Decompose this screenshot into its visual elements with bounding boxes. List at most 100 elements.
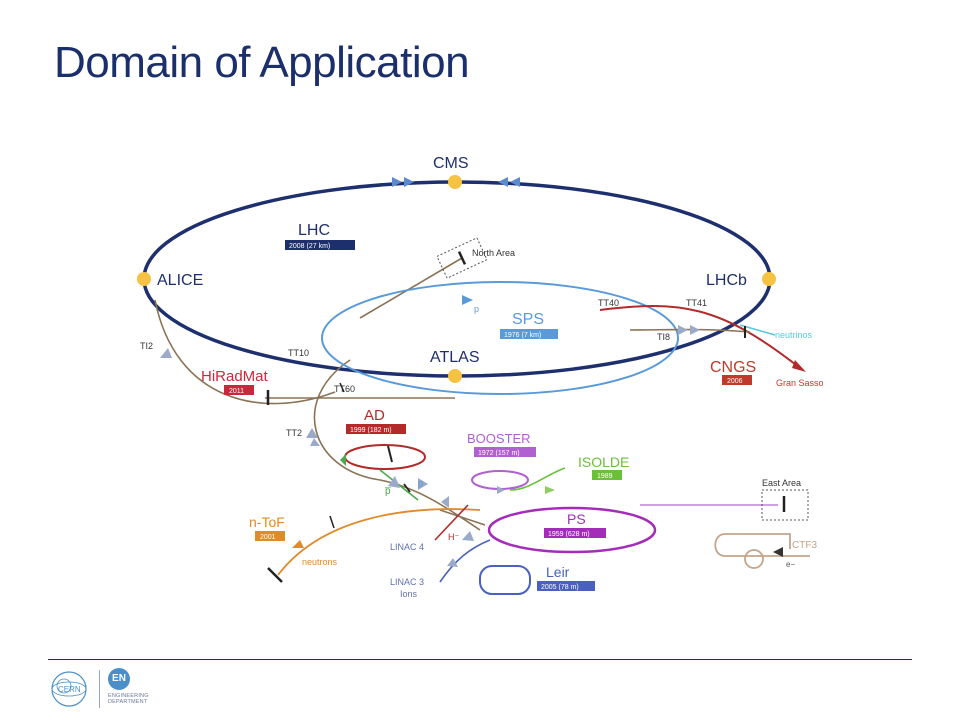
slide-title: Domain of Application	[54, 38, 470, 87]
ad-stopper	[387, 445, 393, 463]
ntof-stopper	[267, 567, 283, 583]
tt2-label: TT2	[286, 428, 302, 438]
cms-dot	[448, 175, 462, 189]
department-line-1: ENGINEERING	[108, 693, 149, 699]
gran-sasso-label: Gran Sasso	[776, 378, 824, 388]
ctf3-label: CTF3	[792, 540, 817, 551]
tt10-label: TT10	[288, 348, 309, 358]
ad-line-stopper	[403, 483, 411, 493]
cms-label: CMS	[433, 155, 469, 172]
sps-tag-box	[500, 329, 558, 339]
line-ad-pbar	[379, 469, 419, 501]
leir-tag-box	[537, 581, 595, 591]
line-tt10	[313, 359, 481, 531]
ntof-arrow	[292, 540, 304, 548]
sps-p-label: p	[474, 304, 479, 314]
ti8-label: TI8	[657, 332, 670, 342]
north-area-label: North Area	[472, 248, 515, 258]
ntof-label: n-ToF	[249, 514, 285, 530]
line-sps-north-area	[359, 257, 463, 319]
ti8-arrows	[678, 325, 700, 335]
hiradmat-tag: 2011	[229, 388, 244, 395]
tt41-label: TT41	[686, 298, 707, 308]
atlas-label: ATLAS	[430, 349, 480, 366]
tt60-label: TT60	[334, 384, 355, 394]
hiradmat-label: HiRadMat	[201, 368, 269, 385]
alice-dot	[137, 272, 151, 286]
footer-rule	[48, 659, 912, 660]
isolde-arrow	[545, 486, 555, 494]
cngs-arrowhead	[792, 360, 806, 372]
ad-green-arrow	[340, 454, 346, 466]
lhcb-label: LHCb	[706, 272, 747, 289]
ad-tag: 1999 (182 m)	[350, 427, 392, 434]
lhc-label: LHC	[298, 222, 330, 239]
line-linac4	[434, 504, 469, 541]
linac4-h-label: H⁻	[448, 532, 459, 542]
sps-tag: 1976 (7 km)	[504, 332, 541, 339]
linac3-label: LINAC 3	[390, 577, 424, 587]
department-name: ENGINEERING DEPARTMENT	[108, 693, 149, 705]
booster-tag: 1972 (157 m)	[478, 450, 520, 457]
cngs-tag: 2006	[727, 378, 743, 385]
lhcb-dot	[762, 272, 776, 286]
cngs-label: CNGS	[710, 359, 756, 376]
ad-p-label: p	[418, 478, 423, 488]
ad-ring	[344, 444, 426, 470]
ps-label: PS	[567, 511, 586, 527]
east-area-label: East Area	[762, 478, 801, 488]
footer-separator	[99, 670, 100, 708]
sps-ring	[321, 281, 679, 395]
ad-label: AD	[364, 407, 385, 424]
leir-ring	[479, 565, 531, 595]
lhc-tag-box	[285, 240, 355, 250]
tt40-label: TT40	[598, 298, 619, 308]
electron-label: e−	[786, 560, 795, 569]
line-ntof	[277, 508, 481, 576]
ntof-tag: 2001	[260, 534, 276, 541]
booster-ring	[471, 470, 529, 490]
booster-label: BOOSTER	[467, 431, 531, 446]
isolde-tag: 1989	[597, 473, 613, 480]
cern-logo-text: CERN	[58, 685, 81, 694]
ctf3-structure	[714, 533, 810, 569]
lhc-arrows	[392, 177, 520, 187]
ti2-label: TI2	[140, 341, 153, 351]
line-isolde	[509, 467, 566, 491]
neutrinos-label: neutrinos	[775, 330, 813, 340]
en-logo: EN	[108, 668, 130, 690]
line-linac3	[439, 539, 491, 583]
east-area-box	[761, 489, 809, 521]
leir-label: Leir	[546, 564, 570, 580]
cern-logo: CERN	[51, 671, 87, 707]
lhc-tag: 2008 (27 km)	[289, 243, 330, 250]
ctf3-arrow	[773, 547, 783, 557]
tt10-tick	[339, 382, 345, 393]
north-area-box	[436, 237, 488, 279]
hiradmat-tag-box	[224, 385, 254, 395]
atlas-dot	[448, 369, 462, 383]
ntof-tag-box	[255, 531, 285, 541]
cngs-tag-box	[722, 375, 752, 385]
ad-tag-box	[346, 424, 406, 434]
line-arrows	[160, 348, 505, 567]
ps-tag-box	[544, 528, 606, 538]
ntof-tick	[329, 515, 335, 529]
line-to-ps	[439, 509, 486, 526]
linac3-ions-label: Ions	[400, 589, 418, 599]
department-line-2: DEPARTMENT	[108, 699, 148, 705]
pbar-label: p̅	[385, 486, 391, 497]
sps-arrow	[462, 295, 473, 305]
neutrons-label: neutrons	[302, 557, 338, 567]
isolde-tag-box	[592, 470, 622, 480]
isolde-label: ISOLDE	[578, 454, 629, 470]
leir-tag: 2005 (78 m)	[541, 584, 579, 591]
booster-tag-box	[474, 447, 536, 457]
sps-label: SPS	[512, 311, 544, 328]
ps-tag: 1959 (628 m)	[548, 531, 590, 538]
linac4-label: LINAC 4	[390, 542, 424, 552]
line-tt40-tt41	[599, 305, 801, 369]
alice-label: ALICE	[157, 272, 203, 289]
ps-ring	[487, 506, 657, 554]
